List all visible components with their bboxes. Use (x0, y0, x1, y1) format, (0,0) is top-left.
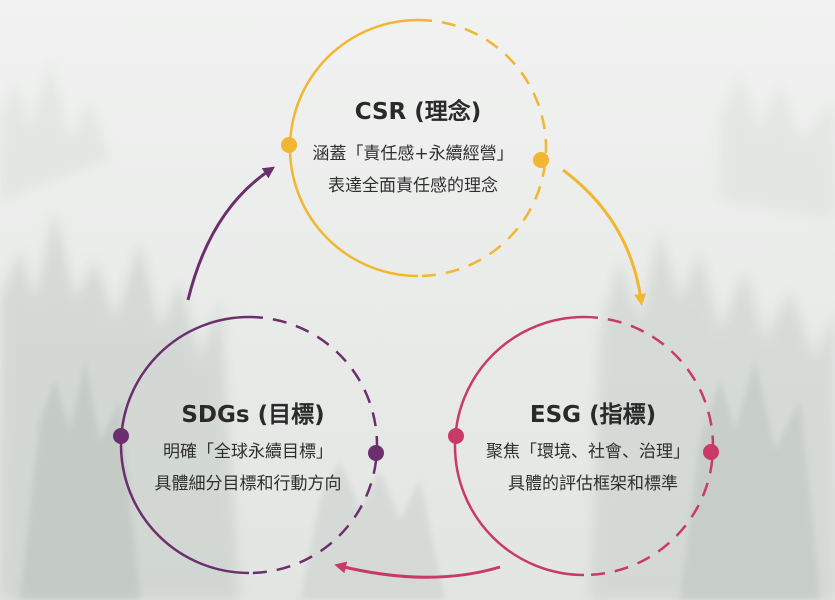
sdgs-left-dot (113, 428, 129, 444)
csr-title: CSR (理念) (354, 99, 482, 125)
arrow-esg-to-sdgs (334, 561, 501, 579)
tree-silhouette (680, 360, 820, 600)
esg-right-dot (703, 444, 719, 460)
sdgs-title: SDGs (目標) (181, 402, 325, 428)
esg-circle-solid-arc (453, 315, 585, 577)
tree-silhouette (0, 60, 110, 200)
esg-description-line-1: 聚焦「環境、社會、治理」 (486, 442, 690, 462)
arrow-csr-to-esg (562, 168, 647, 306)
csr-description-line-1: 涵蓋「責任感+永續經營」 (312, 144, 514, 164)
arrow-sdgs-to-csr (186, 166, 275, 301)
tree-silhouette (720, 70, 835, 220)
sdgs-right-dot (368, 445, 384, 461)
csr-description-line-2: 表達全面責任感的理念 (328, 176, 498, 196)
esg-left-dot (448, 428, 464, 444)
esg-title: ESG (指標) (529, 402, 657, 428)
sdgs-circle-dashed-arc (248, 315, 379, 575)
csr-left-dot (281, 137, 297, 153)
sdgs-description-line-2: 具體細分目標和行動方向 (154, 474, 342, 494)
esg-description-line-2: 具體的評估框架和標準 (508, 474, 678, 494)
csr-right-dot (533, 152, 549, 168)
sdgs-description-line-1: 明確「全球永續目標」 (163, 442, 333, 462)
csr-circle-dashed-arc (417, 18, 548, 278)
sdgs-circle-solid-arc (119, 315, 250, 575)
tree-silhouette (20, 360, 140, 600)
